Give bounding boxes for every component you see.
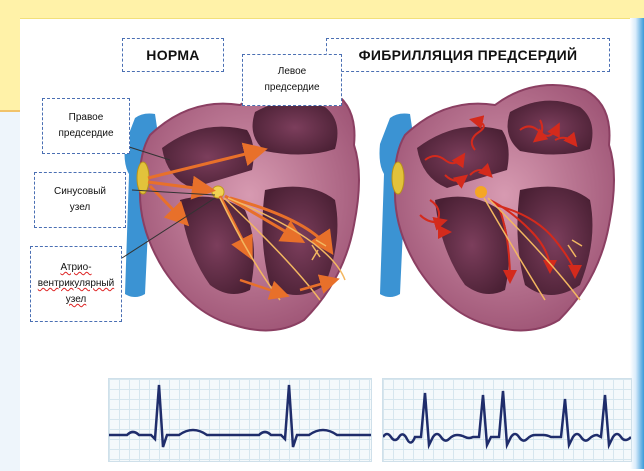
afib-title-text: ФИБРИЛЛЯЦИЯ ПРЕДСЕРДИЙ	[359, 47, 578, 63]
left-atrium-text-1: Левое	[278, 64, 306, 80]
left-atrium-label: Левое предсердие	[242, 54, 342, 106]
normal-title-text: НОРМА	[146, 47, 199, 63]
left-atrium-text-2: предсердие	[264, 80, 319, 96]
heart-afib	[380, 85, 615, 330]
sinus-node-text-2: узел	[70, 200, 91, 216]
ecg-afib-strip	[382, 378, 632, 462]
ecg-afib-trace	[383, 391, 631, 445]
heart-normal	[122, 85, 359, 330]
sinus-node-text-1: Синусовый	[54, 184, 106, 200]
right-atrium-text-2: предсердие	[58, 126, 113, 142]
right-atrium-text-1: Правое	[69, 110, 104, 126]
ecg-normal-trace	[109, 385, 371, 447]
normal-title: НОРМА	[122, 38, 224, 72]
av-node-text-1: Атрио-	[60, 260, 91, 276]
right-atrium-label: Правое предсердие	[42, 98, 130, 154]
av-node-label: Атрио- вентрикулярный узел	[30, 246, 122, 322]
sinus-node-label: Синусовый узел	[34, 172, 126, 228]
av-node-text-2: вентрикулярный	[38, 276, 114, 292]
afib-title: ФИБРИЛЛЯЦИЯ ПРЕДСЕРДИЙ	[326, 38, 610, 72]
av-node-text-3: узел	[66, 292, 87, 308]
ecg-normal-strip	[108, 378, 372, 462]
